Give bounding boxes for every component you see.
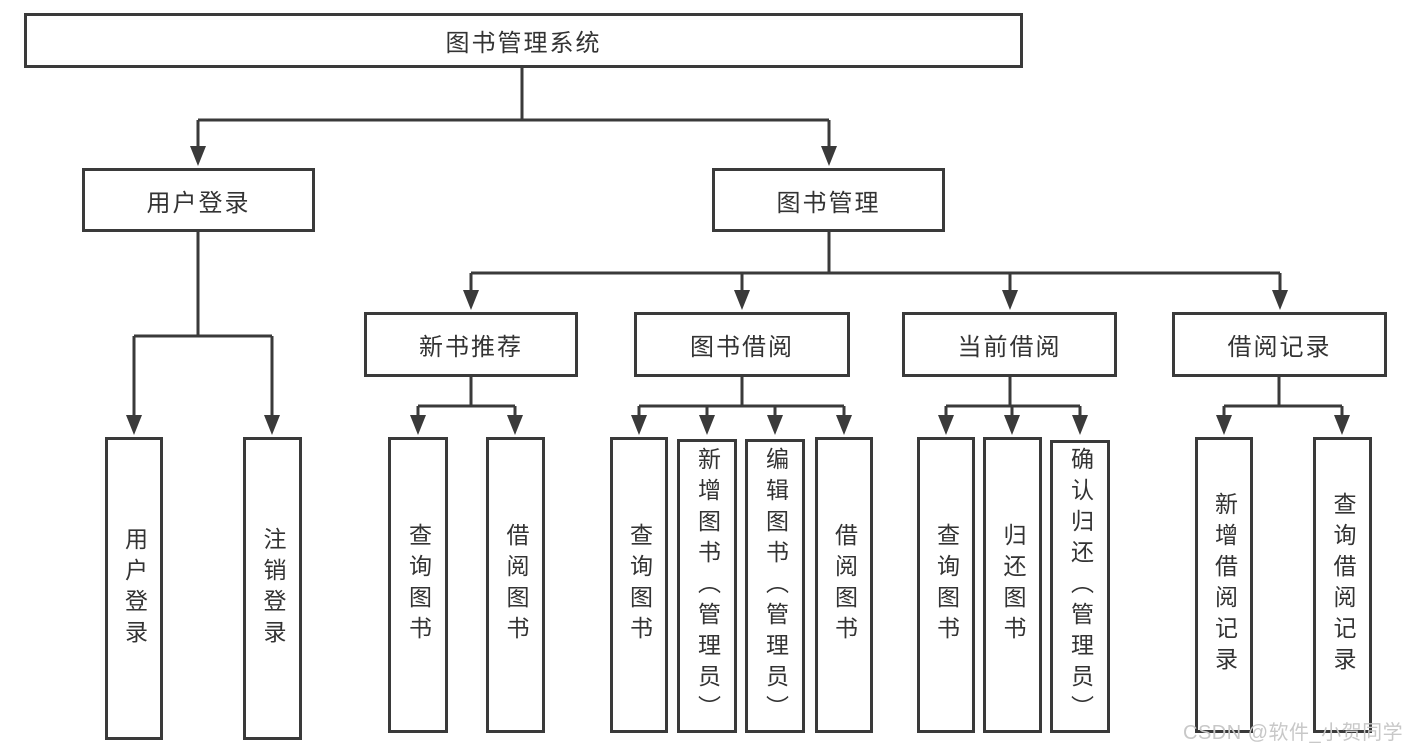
node-leaf-edit-books-admin-label: 编辑图书（管理员） [762, 446, 789, 726]
node-root-label: 图书管理系统 [445, 30, 602, 57]
node-leaf-query-books-1-label: 查询图书 [405, 523, 432, 647]
node-leaf-query-books-3-label: 查询图书 [933, 523, 960, 647]
node-current-borrowing-label: 当前借阅 [957, 334, 1062, 361]
watermark: CSDN @软件_小贺同学 [1183, 722, 1404, 744]
node-borrowing-records-label: 借阅记录 [1227, 334, 1332, 361]
node-book-borrowing-label: 图书借阅 [690, 334, 794, 361]
node-new-book-recommend-label: 新书推荐 [419, 334, 523, 361]
node-leaf-return-books: 归还图书 [983, 437, 1042, 733]
node-leaf-logout-login-label: 注销登录 [260, 526, 286, 651]
node-leaf-user-login: 用户登录 [105, 437, 163, 740]
node-leaf-borrow-books-1-label: 借阅图书 [503, 523, 529, 647]
node-book-borrowing: 图书借阅 [634, 312, 850, 377]
node-book-management-label: 图书管理 [776, 189, 881, 217]
node-leaf-confirm-return-admin: 确认归还（管理员） [1050, 440, 1110, 733]
node-root: 图书管理系统 [24, 13, 1023, 68]
node-leaf-add-books-admin: 新增图书（管理员） [677, 439, 737, 733]
node-leaf-return-books-label: 归还图书 [1000, 523, 1026, 647]
node-user-login: 用户登录 [82, 168, 315, 232]
node-leaf-query-books-3: 查询图书 [917, 437, 975, 733]
node-leaf-logout-login: 注销登录 [243, 437, 302, 740]
node-leaf-borrow-books-2: 借阅图书 [815, 437, 873, 733]
node-leaf-confirm-return-admin-label: 确认归还（管理员） [1067, 447, 1094, 726]
node-current-borrowing: 当前借阅 [902, 312, 1117, 377]
node-leaf-user-login-label: 用户登录 [121, 526, 148, 651]
node-leaf-borrow-books-2-label: 借阅图书 [831, 523, 858, 647]
node-new-book-recommend: 新书推荐 [364, 312, 578, 377]
node-borrowing-records: 借阅记录 [1172, 312, 1387, 377]
node-leaf-edit-books-admin: 编辑图书（管理员） [745, 439, 805, 733]
node-user-login-label: 用户登录 [146, 189, 251, 217]
node-leaf-query-borrow-record-label: 查询借阅记录 [1330, 492, 1356, 678]
node-leaf-query-books-2: 查询图书 [610, 437, 668, 733]
node-leaf-add-borrow-record: 新增借阅记录 [1195, 437, 1253, 733]
node-book-management: 图书管理 [712, 168, 945, 232]
arrowheads [126, 146, 1350, 435]
node-leaf-add-books-admin-label: 新增图书（管理员） [694, 446, 721, 726]
node-leaf-borrow-books-1: 借阅图书 [486, 437, 545, 733]
node-leaf-add-borrow-record-label: 新增借阅记录 [1211, 492, 1238, 678]
node-leaf-query-books-2-label: 查询图书 [626, 523, 653, 647]
node-leaf-query-books-1: 查询图书 [388, 437, 448, 733]
node-leaf-query-borrow-record: 查询借阅记录 [1313, 437, 1372, 733]
